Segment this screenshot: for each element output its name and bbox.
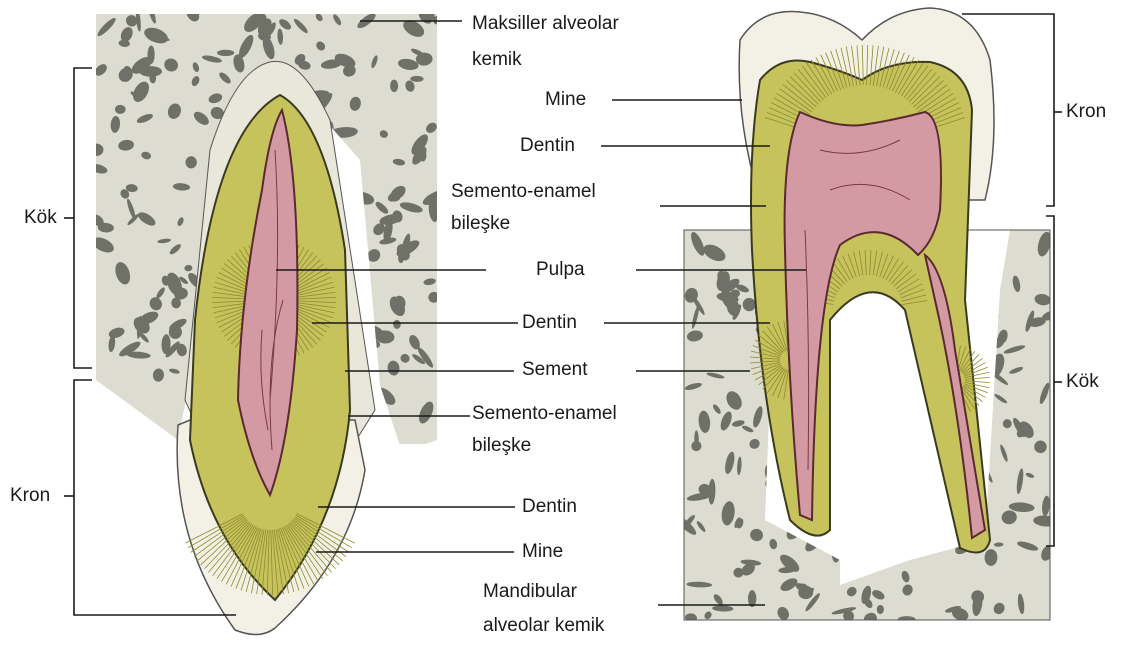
- bone-trabecula: [348, 213, 366, 223]
- bone-trabecula: [983, 294, 996, 308]
- label-right-kok: Kök: [1066, 370, 1099, 393]
- bone-trabecula: [885, 452, 904, 478]
- bone-trabecula: [901, 434, 909, 455]
- bone-trabecula: [855, 402, 861, 410]
- bone-trabecula: [877, 405, 891, 419]
- label-mine-lower: Mine: [522, 540, 563, 563]
- label-dentin-lower: Dentin: [522, 495, 577, 518]
- bone-trabecula: [139, 66, 162, 77]
- bone-trabecula: [844, 526, 863, 543]
- label-sement: Sement: [522, 358, 587, 381]
- bone-trabecula: [856, 532, 870, 550]
- label-mandibular-bone-2: alveolar kemik: [483, 614, 604, 637]
- label-cej-lower-2: bileşke: [472, 434, 531, 457]
- bone-trabecula: [902, 358, 912, 365]
- bone-trabecula: [866, 529, 890, 551]
- label-left-kok: Kök: [24, 206, 57, 229]
- label-dentin-center: Dentin: [522, 311, 577, 334]
- bone-trabecula: [838, 432, 850, 443]
- bone-trabecula: [845, 541, 862, 561]
- bone-trabecula: [880, 485, 897, 506]
- label-maxillary-bone-1: Maksiller alveolar: [472, 12, 619, 35]
- label-cej-upper-2: bileşke: [451, 212, 510, 235]
- label-cej-lower-1: Semento-enamel: [472, 402, 617, 425]
- bone-trabecula: [861, 388, 880, 401]
- bone-trabecula: [140, 425, 152, 439]
- bone-trabecula: [831, 542, 840, 563]
- left-kok-bracket: [74, 68, 92, 368]
- bone-trabecula: [849, 365, 863, 380]
- bone-trabecula: [983, 233, 999, 250]
- bone-trabecula: [900, 481, 912, 493]
- bone-trabecula: [873, 521, 896, 550]
- bone-trabecula: [898, 616, 916, 622]
- bone-trabecula: [885, 374, 910, 384]
- label-dentin-top: Dentin: [520, 134, 575, 157]
- label-cej-upper-1: Semento-enamel: [451, 180, 596, 203]
- bone-trabecula: [864, 547, 876, 561]
- bone-trabecula: [217, 50, 234, 56]
- bone-trabecula: [975, 242, 988, 263]
- bone-trabecula: [863, 391, 882, 405]
- bone-trabecula: [359, 434, 369, 446]
- bone-trabecula: [835, 373, 862, 398]
- bone-trabecula: [899, 418, 908, 429]
- bone-trabecula: [838, 456, 863, 471]
- bone-trabecula: [985, 256, 996, 267]
- bone-trabecula: [855, 456, 866, 463]
- label-right-kron: Kron: [1066, 100, 1106, 123]
- bone-trabecula: [869, 450, 882, 463]
- label-pulpa: Pulpa: [536, 258, 585, 281]
- bone-trabecula: [868, 427, 880, 449]
- bone-trabecula: [855, 543, 867, 554]
- bone-trabecula: [353, 263, 362, 275]
- bone-trabecula: [972, 337, 979, 348]
- label-mine-top: Mine: [545, 88, 586, 111]
- bone-trabecula: [932, 527, 949, 543]
- label-left-kron: Kron: [10, 484, 50, 507]
- label-mandibular-bone-1: Mandibular: [483, 580, 577, 603]
- label-maxillary-bone-2: kemik: [472, 48, 522, 71]
- bone-trabecula: [895, 369, 910, 395]
